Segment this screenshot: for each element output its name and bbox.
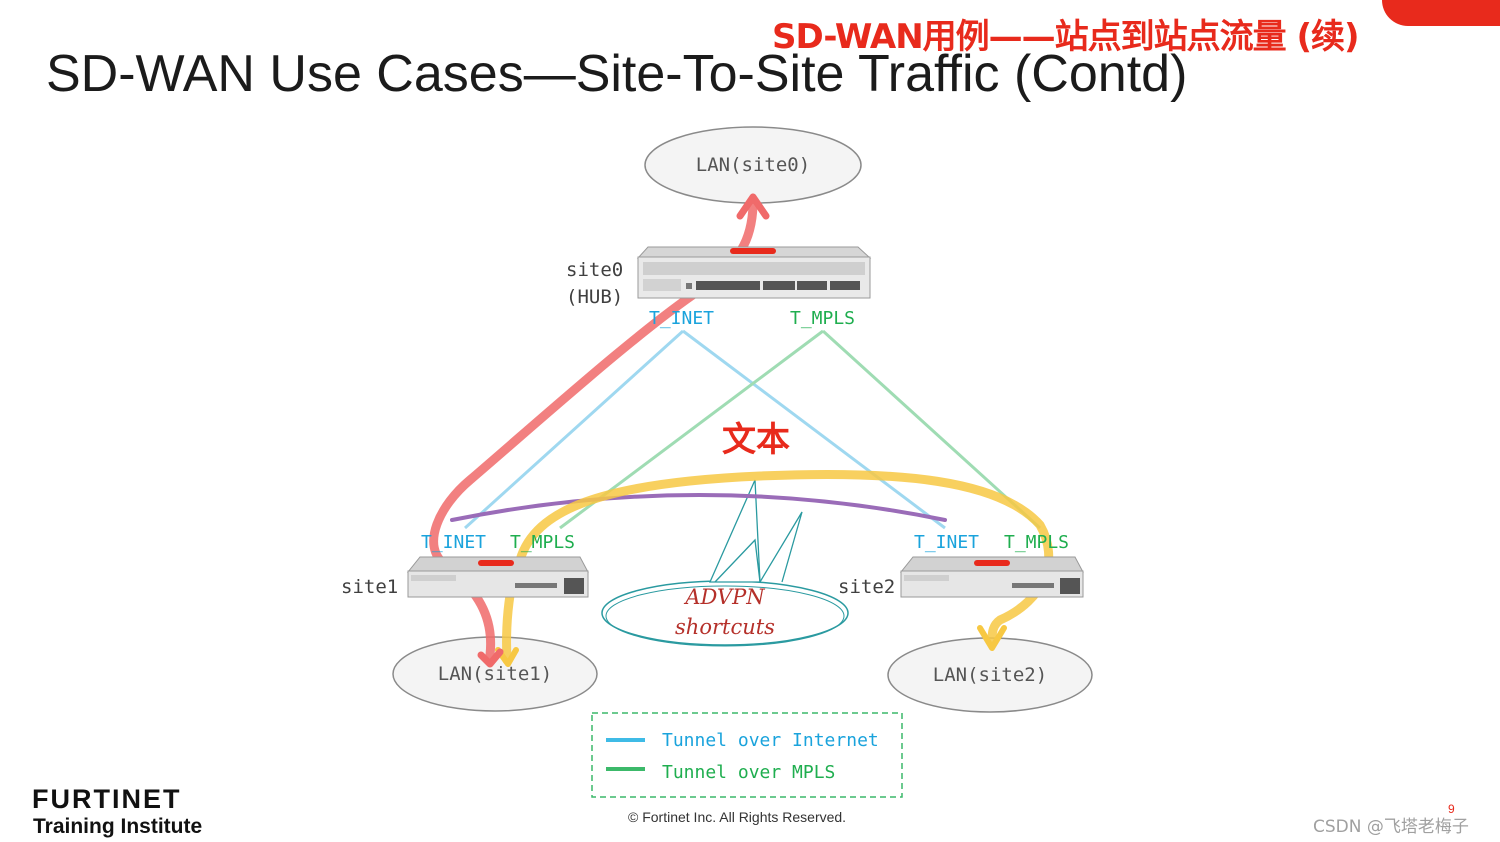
brand-subtitle: Training Institute bbox=[33, 815, 203, 838]
lan-site1-label: LAN(site1) bbox=[437, 663, 553, 685]
site1-name-label: site1 bbox=[341, 576, 399, 598]
advpn-shortcut-path bbox=[450, 493, 947, 522]
yellow-flow-arrowhead bbox=[977, 625, 1007, 651]
hub-tunnel-inet-label: T_INET bbox=[649, 308, 715, 329]
lan-site2-label: LAN(site2) bbox=[932, 664, 1048, 686]
site2-tunnel-mpls-label: T_MPLS bbox=[1004, 532, 1070, 553]
hub-name-label: site0 bbox=[566, 259, 624, 281]
tunnel-inet-hub-site1 bbox=[463, 329, 685, 530]
site2-tunnel-inet-label: T_INET bbox=[914, 532, 980, 553]
hub-role-label: (HUB) bbox=[566, 286, 624, 308]
site1-tunnel-inet-label: T_INET bbox=[421, 532, 487, 553]
advpn-callout-line2: shortcuts bbox=[675, 615, 775, 639]
site1-device bbox=[406, 556, 589, 598]
fortinet-logo: FURTINET bbox=[32, 784, 182, 814]
advpn-callout-pointer-2 bbox=[759, 511, 803, 583]
legend-internet-label: Tunnel over Internet bbox=[662, 730, 879, 751]
page-title: SD-WAN Use Cases—Site-To-Site Traffic (C… bbox=[46, 45, 1188, 103]
red-flow-arrowhead bbox=[736, 193, 770, 220]
chinese-note-text: 文本 bbox=[722, 420, 790, 460]
site2-device bbox=[899, 556, 1084, 598]
advpn-callout-line1: ADVPN bbox=[685, 585, 765, 609]
legend-mpls-label: Tunnel over MPLS bbox=[662, 762, 836, 783]
footer-copyright: © Fortinet Inc. All Rights Reserved. bbox=[628, 809, 847, 825]
chinese-title: SD-WAN用例——站点到站点流量 (续) bbox=[772, 17, 1360, 57]
page-number: 9 bbox=[1448, 802, 1455, 816]
tunnel-inet-hub-site2 bbox=[682, 329, 946, 530]
legend-box bbox=[591, 712, 903, 798]
advpn-callout-ellipse-inner bbox=[605, 585, 845, 647]
advpn-callout-pointer bbox=[709, 479, 761, 583]
red-flow-tail bbox=[477, 648, 504, 668]
corner-accent bbox=[1382, 0, 1500, 26]
csdn-watermark: CSDN @飞塔老梅子 bbox=[1313, 817, 1469, 837]
lan-site1-ellipse bbox=[392, 636, 598, 712]
hub-device bbox=[636, 246, 872, 299]
site1-tunnel-mpls-label: T_MPLS bbox=[510, 532, 576, 553]
hub-tunnel-mpls-label: T_MPLS bbox=[790, 308, 856, 329]
lan-site0-label: LAN(site0) bbox=[695, 154, 811, 176]
site2-name-label: site2 bbox=[838, 576, 896, 598]
advpn-callout-pointer-3 bbox=[714, 538, 761, 583]
